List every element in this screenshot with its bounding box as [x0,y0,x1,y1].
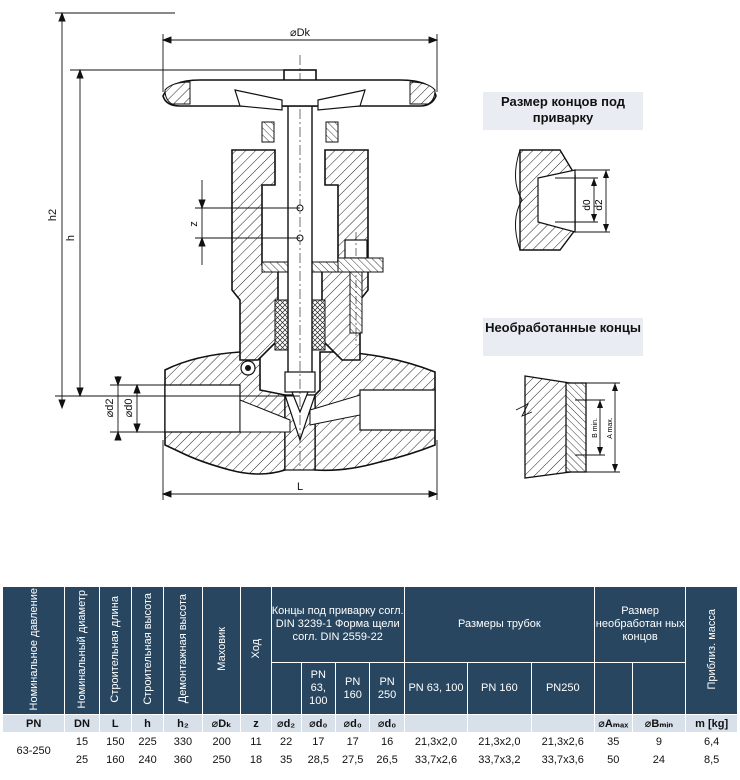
weld-ends-detail: d0 d2 [515,149,610,251]
label-z: z [188,221,200,227]
table-cell: 225 [130,732,165,751]
symbol-blank-1 [403,714,469,733]
symbol-dk: ⌀Dₖ [201,714,242,733]
symbol-dn: DN [64,714,100,733]
handwheel [162,79,437,111]
table-cell: 17 [334,732,371,751]
table-cell: 21,3x2,0 [403,732,469,751]
table-cell: 17 [300,732,337,751]
table-cell: 26,5 [369,750,405,769]
label-weld-d2: d2 [594,199,605,211]
label-h: h [65,235,77,241]
table-cell: 21,3x2,0 [467,732,532,751]
label-bmin: B min. [592,418,599,438]
table-cell: 24 [631,750,687,769]
table-cell: 33,7x3,6 [530,750,595,769]
symbol-bmin: ⌀Bₘᵢₙ [631,714,687,733]
header-plain-a-blank [593,662,633,715]
table-cell: 50 [593,750,633,769]
table-cell: 15 [64,732,100,751]
header-height: Строительная высота [130,586,165,715]
symbol-mass: m [kg] [685,714,738,733]
header-face-length: Строительная длина [98,586,132,715]
symbol-pn: PN [1,714,66,733]
label-d2: ⌀d2 [104,399,116,418]
label-amax: A max. [607,417,614,438]
header-pn-63-100: PN 63, 100 [300,662,337,715]
valve-body [135,351,436,475]
symbol-blank-3 [530,714,595,733]
table-cell: 28,5 [300,750,337,769]
table-cell: 22 [270,732,302,751]
symbol-amax: ⌀Aₘₐₓ [593,714,633,733]
table-cell: 18 [240,750,272,769]
header-tube-sizes: Размеры трубок [403,586,595,663]
header-weld-ends: Концы под приварку согл. DIN 3239-1 Форм… [270,586,405,663]
table-cell: 9 [631,732,687,751]
table-cell: 35 [593,732,633,751]
symbol-d0-a: ⌀d₀ [300,714,337,733]
table-cell: 33,7x3,2 [467,750,532,769]
table-cell: 150 [98,732,132,751]
header-weld-blank [270,662,302,715]
symbol-l: L [98,714,132,733]
table-cell: 16 [369,732,405,751]
symbol-d0-c: ⌀d₀ [369,714,405,733]
table-cell: 200 [201,732,242,751]
header-pn-160: PN 160 [334,662,371,715]
header-stroke: Ход [240,586,272,715]
plain-ends-detail: B min. A max. [515,375,620,479]
table-cell: 33,7x2,6 [403,750,469,769]
dimension-labels: ⌀Dk h2 h z ⌀d2 ⌀d0 L [47,27,311,493]
label-dk: ⌀Dk [290,27,311,39]
pn-value-cell: 63-250 [1,732,66,769]
table-row: 63-250 15 150 225 330 200 11 22 17 17 16… [1,732,738,769]
table-cell: 330 [163,732,203,751]
symbol-h2: h₂ [163,714,203,733]
table-cell: 21,3x2,6 [530,732,595,751]
header-tube-pn-250: PN250 [530,662,595,715]
table-cell: 240 [130,750,165,769]
table-cell: 25 [64,750,100,769]
weld-ends-title: Размер концов под приварку [483,92,643,130]
table-row: 25 160 240 360 250 18 35 28,5 27,5 26,5 … [3,750,738,769]
spec-table: Номинальное давление Номинальный диаметр… [1,586,738,769]
header-mass: Приблиз. масса [685,586,738,715]
symbol-blank-2 [467,714,532,733]
header-plain-ends: Размер необработан ных концов [593,586,687,663]
table-cell: 35 [270,750,302,769]
table-cell: 250 [201,750,242,769]
table-cell: 27,5 [334,750,371,769]
header-nominal-pressure: Номинальное давление [1,586,66,715]
gland-bolt [337,232,384,345]
header-removal-height: Демонтажная высота [163,586,203,715]
plain-ends-title: Необработанные концы [483,318,643,356]
table-cell: 8,5 [685,750,738,769]
valve-drawing: ⌀Dk h2 h z ⌀d2 ⌀d0 L d0 d2 [47,11,620,500]
header-tube-pn-63-100: PN 63, 100 [403,662,469,715]
symbol-z: z [240,714,272,733]
table-cell: 360 [163,750,203,769]
header-plain-b-blank [631,662,687,715]
label-weld-d0: d0 [582,199,593,211]
table-cell: 11 [240,732,272,751]
table-cell: 6,4 [685,732,738,751]
label-l: L [297,481,303,493]
label-d0: ⌀d0 [123,399,135,418]
symbol-row: PN DN L h h₂ ⌀Dₖ z ⌀d₂ ⌀d₀ ⌀d₀ ⌀d₀ ⌀Aₘₐₓ… [1,714,738,733]
label-h2: h2 [47,209,59,221]
dimension-lines [55,11,439,500]
symbol-d2: ⌀d₂ [270,714,302,733]
header-pn-250: PN 250 [369,662,405,715]
symbol-h: h [130,714,165,733]
header-tube-pn-160: PN 160 [467,662,532,715]
header-handwheel: Маховик [201,586,242,715]
header-nominal-diameter: Номинальный диаметр [64,586,100,715]
table-cell: 160 [98,750,132,769]
symbol-d0-b: ⌀d₀ [334,714,371,733]
